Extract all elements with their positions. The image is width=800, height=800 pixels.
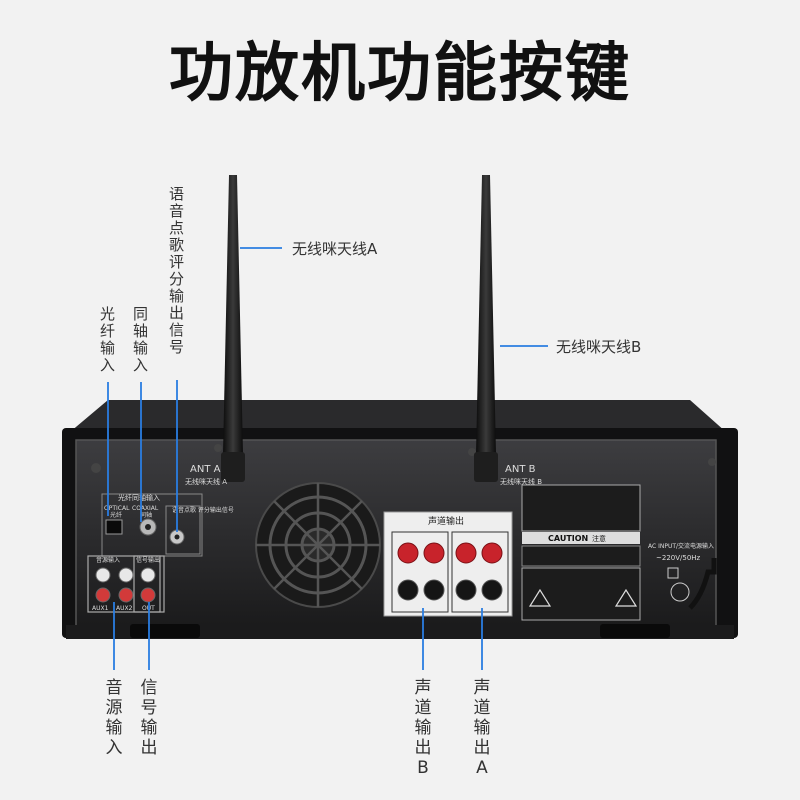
ac-voltage-label: ~220V/50Hz	[656, 554, 701, 562]
rca-red-3	[140, 587, 156, 603]
double-insulation-mark	[667, 567, 679, 579]
warning-sticker	[521, 484, 641, 532]
terminal-b-red-2	[423, 542, 445, 564]
foot-right	[600, 624, 670, 638]
rca-white-3	[140, 567, 156, 583]
callout-voice-output: 语音点歌评分输出信号	[168, 185, 184, 356]
optical-cn-label: 光纤	[110, 511, 122, 519]
caution-banner	[522, 532, 640, 544]
ac-input-area: AC INPUT/交流电源输入 ~220V/50Hz	[648, 542, 717, 610]
callout-antenna-a: 无线咪天线A	[292, 240, 378, 258]
signal-output-label: 信号输出	[136, 556, 160, 564]
digital-input-label: 光纤同轴输入	[118, 493, 160, 502]
callout-channel-a: 声道输出A	[473, 678, 491, 778]
caution-notes	[521, 545, 641, 567]
callout-channel-b: 声道输出B	[414, 678, 432, 778]
aux1-label: AUX1	[92, 605, 109, 612]
antenna-a	[221, 175, 245, 482]
chassis-base	[66, 625, 734, 639]
ccc-mark	[670, 582, 690, 602]
callout-antenna-b: 无线咪天线B	[556, 338, 642, 356]
caution-text: CAUTION	[548, 534, 588, 543]
callout-source-input: 音源输入	[105, 678, 123, 758]
terminal-b-red-1	[397, 542, 419, 564]
caution-label-area: CAUTION 注意	[521, 484, 641, 621]
coaxial-label: COAXIAL	[132, 505, 159, 512]
panel-ant-b-cn: 无线咪天线 B	[500, 477, 542, 486]
terminal-b-black-2	[423, 579, 445, 601]
source-input-label: 音源输入	[96, 556, 120, 564]
top-cover	[70, 400, 726, 432]
rca-input-panel: 音源输入 信号输出 AUX1 AUX2 OUT	[87, 555, 165, 613]
caution-cn-text: 注意	[592, 534, 606, 543]
channel-a-frame	[451, 531, 509, 613]
rca-white-1	[95, 567, 111, 583]
screw	[214, 444, 222, 452]
callout-coaxial-input: 同轴输入	[132, 305, 148, 374]
terminal-b-black-1	[397, 579, 419, 601]
speaker-terminal-panel: 声道输出	[383, 511, 513, 617]
terminal-a-red-1	[455, 542, 477, 564]
screw	[708, 458, 716, 466]
warning-symbols	[521, 567, 641, 621]
cooling-fan-grille	[255, 482, 381, 608]
screw	[91, 463, 101, 473]
panel-ant-a-label: ANT A	[190, 464, 221, 475]
panel-ant-b-label: ANT B	[505, 464, 536, 475]
voice-output-label: 语音点歌 评分输出信号	[172, 506, 234, 514]
digital-input-panel: 光纤同轴输入 OPTICAL 光纤 COAXIAL 同轴	[101, 493, 203, 557]
rca-red-2	[118, 587, 134, 603]
rca-red-1	[95, 587, 111, 603]
rca-white-2	[118, 567, 134, 583]
ac-input-label: AC INPUT/交流电源输入	[648, 542, 714, 550]
callout-signal-output: 信号输出	[140, 678, 158, 758]
callout-lines	[107, 247, 548, 670]
terminal-a-red-2	[481, 542, 503, 564]
callout-optical-input: 光纤输入	[99, 305, 115, 374]
channel-b-frame	[391, 531, 449, 613]
terminal-a-black-1	[455, 579, 477, 601]
optical-port	[105, 519, 123, 535]
aux2-label: AUX2	[116, 605, 133, 612]
coaxial-cn-label: 同轴	[140, 511, 152, 519]
page-title: 功放机功能按键	[169, 37, 631, 111]
antenna-b	[474, 175, 498, 482]
optical-label: OPTICAL	[104, 505, 130, 512]
panel-ant-a-cn: 无线咪天线 A	[185, 477, 227, 486]
foot-left	[130, 624, 200, 638]
power-cable	[688, 558, 717, 610]
speaker-output-label: 声道输出	[428, 515, 464, 527]
screw	[468, 448, 476, 456]
terminal-a-black-2	[481, 579, 503, 601]
